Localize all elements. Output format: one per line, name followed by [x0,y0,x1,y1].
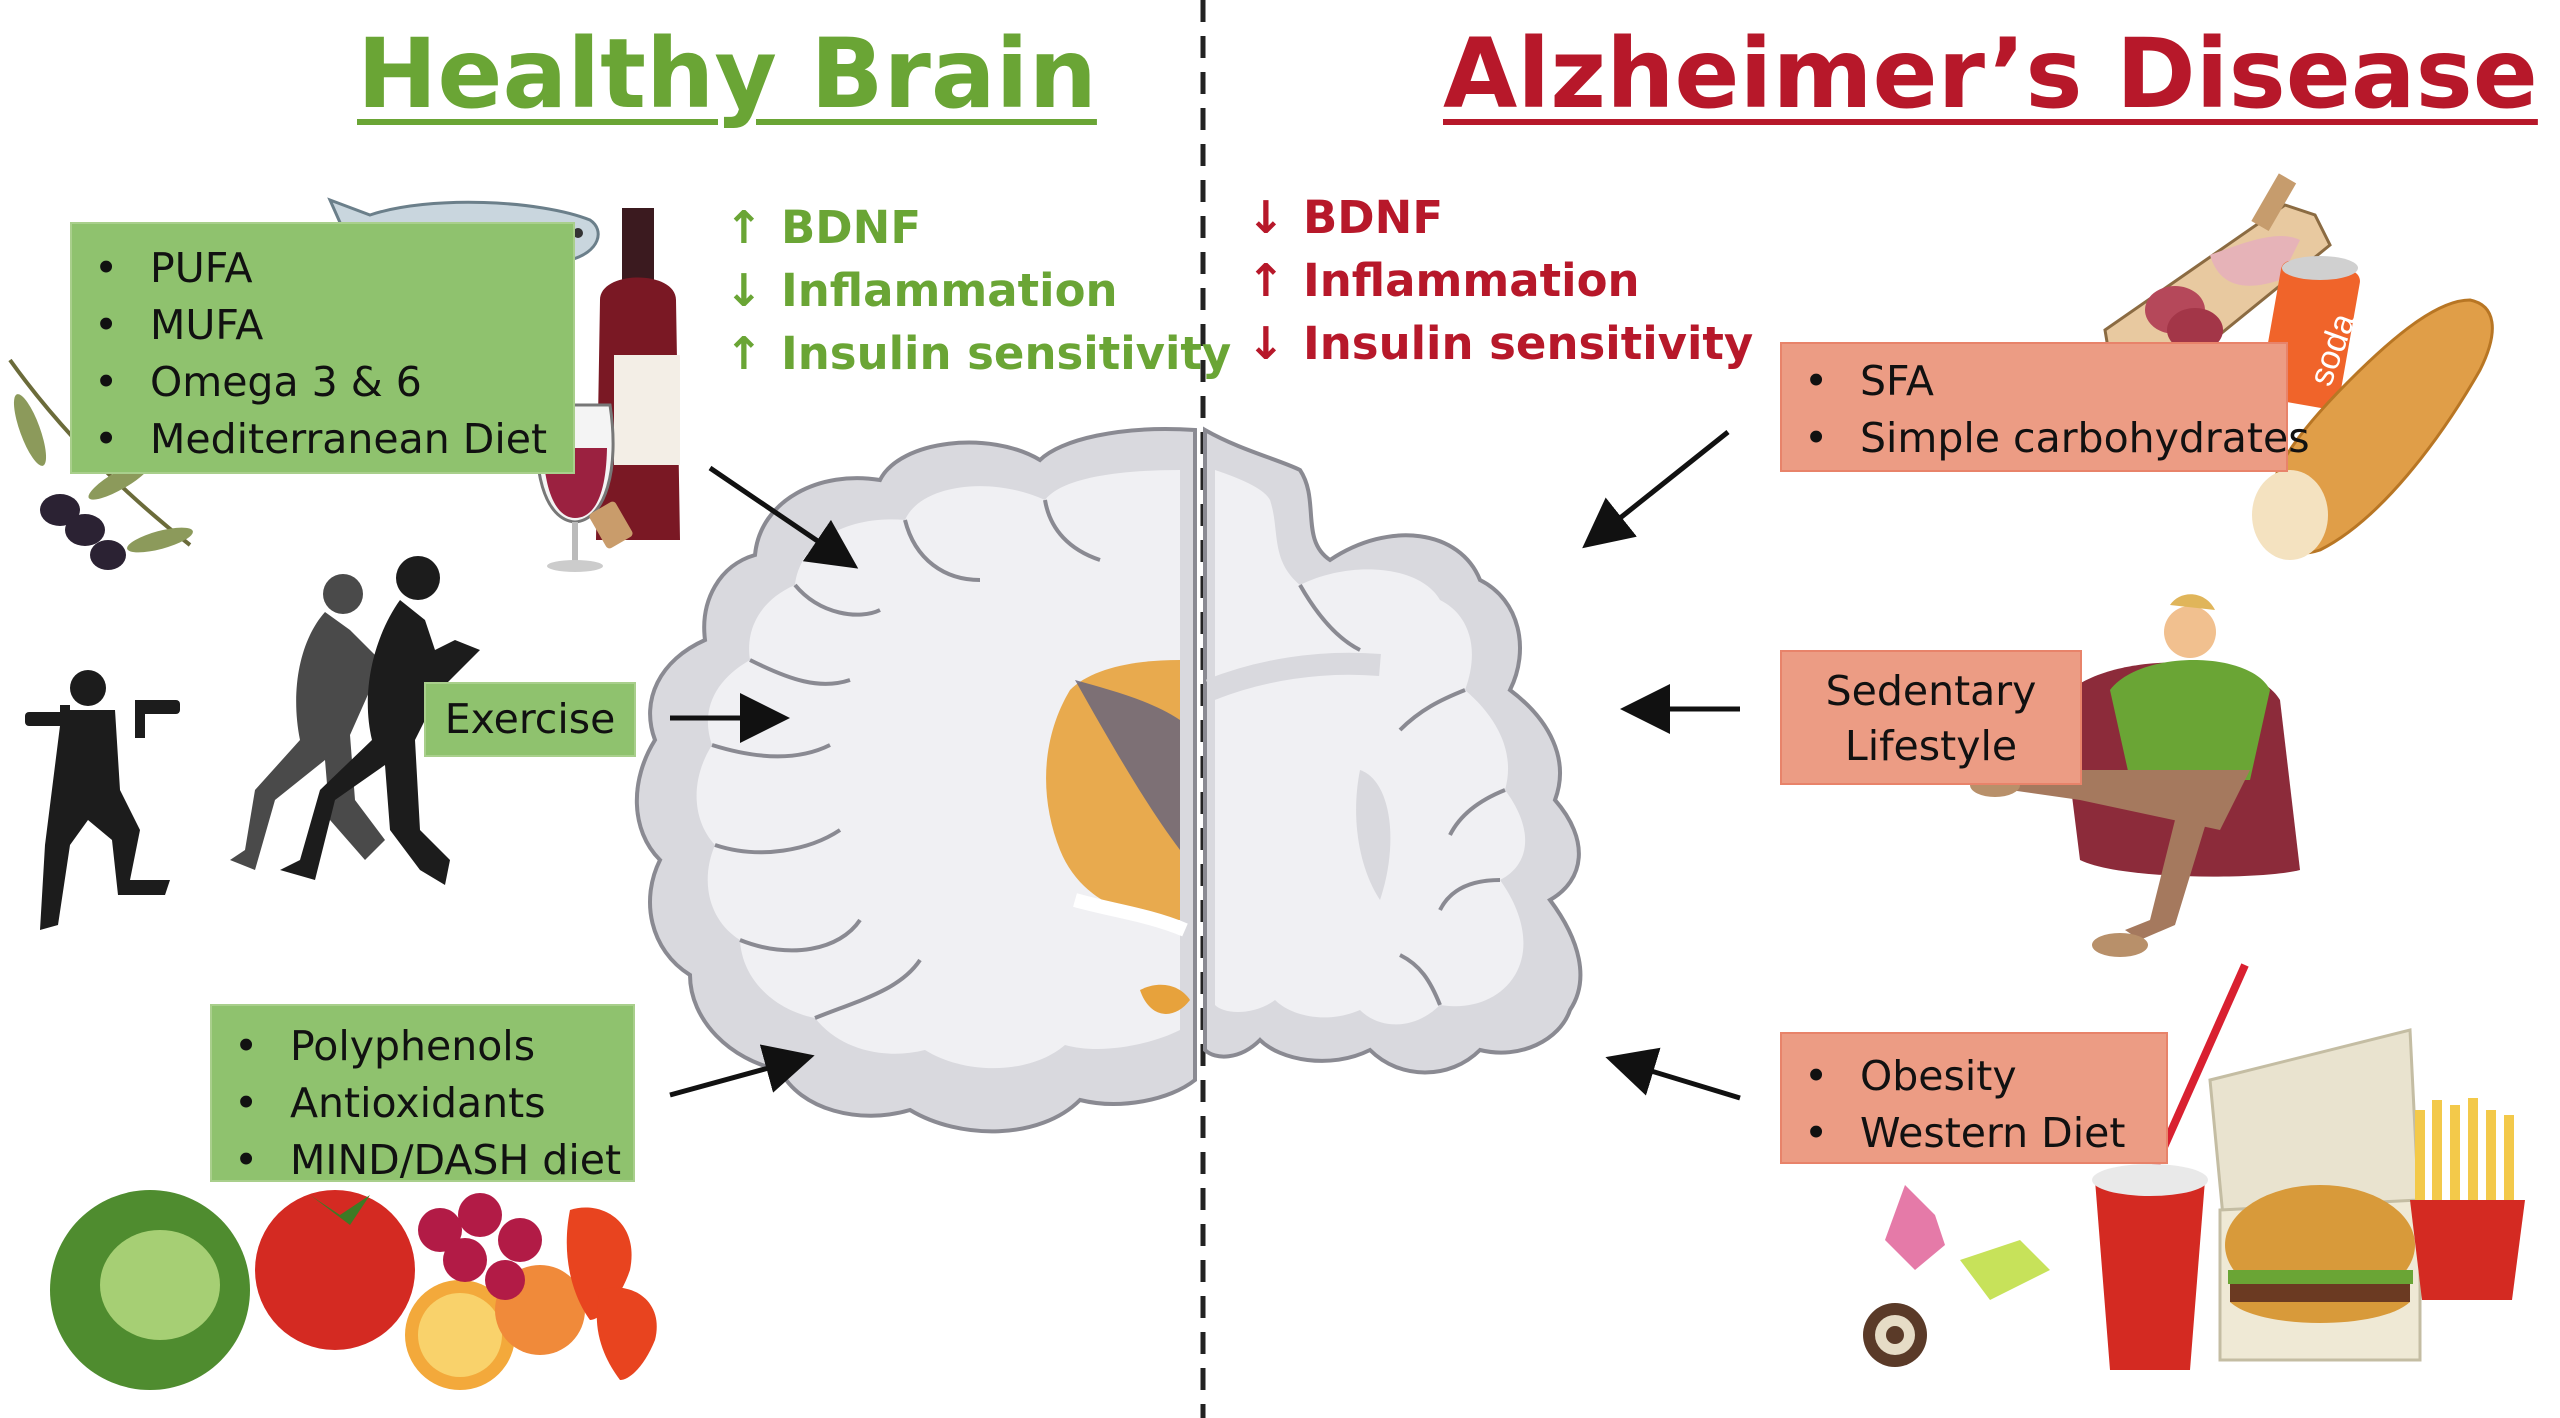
marker-row: ↑ Inflammation [1247,249,1753,312]
list-item: Obesity [1782,1048,2166,1105]
obesity-list: Obesity Western Diet [1782,1048,2166,1162]
list-item: SFA [1782,353,2286,410]
healthy-brain-title: Healthy Brain [357,18,1097,130]
healthy-markers: ↑ BDNF ↓ Inflammation ↑ Insulin sensitivity [725,196,1231,385]
marker-text: Insulin sensitivity [1303,317,1754,370]
sedentary-man-illustration [1970,594,2300,957]
marker-row: ↓ BDNF [1247,186,1753,249]
up-arrow-icon: ↑ [725,327,763,380]
healthy-brain-half [634,427,1197,1134]
list-item: MUFA [72,297,573,354]
list-item: Omega 3 & 6 [72,354,573,411]
candy-illustration [1863,1185,2050,1367]
sfa-box: SFA Simple carbohydrates [1780,342,2310,472]
down-arrow-icon: ↓ [1247,317,1285,370]
marker-text: BDNF [1303,191,1444,244]
sfa-list: SFA Simple carbohydrates [1782,353,2310,467]
polyphenols-box: Polyphenols Antioxidants MIND/DASH diet [210,1004,635,1189]
alzheimer-brain-half [1203,426,1583,1075]
list-item: MIND/DASH diet [212,1132,633,1189]
healthy-fats-box: PUFA MUFA Omega 3 & 6 Mediterranean Diet [70,222,575,474]
sedentary-lifestyle-box: Sedentary Lifestyle [1780,650,2082,785]
down-arrow-icon: ↓ [1247,191,1285,244]
marker-row: ↓ Inflammation [725,259,1231,322]
bread-illustration [2252,298,2494,560]
cutting-board-illustration [2103,173,2332,377]
list-item: Antioxidants [212,1075,633,1132]
polyphenols-list: Polyphenols Antioxidants MIND/DASH diet [212,1018,633,1189]
exercise-silhouettes [25,556,480,930]
marker-row: ↓ Insulin sensitivity [1247,312,1753,375]
fruits-vegetables-illustration [50,1190,657,1390]
fast-food-illustration [2092,963,2525,1370]
obesity-box: Obesity Western Diet [1780,1032,2168,1164]
list-item: Western Diet [1782,1105,2166,1162]
marker-text: Insulin sensitivity [781,327,1232,380]
up-arrow-icon: ↑ [1247,254,1285,307]
marker-row: ↑ BDNF [725,196,1231,259]
sedentary-line-1: Sedentary [1825,667,2037,715]
list-item: Mediterranean Diet [72,411,573,468]
arrow-obesity-to-brain [1605,1047,1741,1101]
alzheimers-disease-title: Alzheimer’s Disease [1443,18,2538,130]
alzheimer-markers: ↓ BDNF ↑ Inflammation ↓ Insulin sensitivity [1247,186,1753,375]
down-arrow-icon: ↓ [725,264,763,317]
healthy-fats-list: PUFA MUFA Omega 3 & 6 Mediterranean Diet [72,240,573,468]
marker-row: ↑ Insulin sensitivity [725,322,1231,385]
list-item: Polyphenols [212,1018,633,1075]
exercise-box: Exercise [424,682,636,757]
up-arrow-icon: ↑ [725,201,763,254]
arrow-sfa-to-brain [1582,430,1730,549]
wine-illustration [535,208,680,572]
arrow-fats-to-brain [708,465,859,569]
list-item: PUFA [72,240,573,297]
marker-text: BDNF [781,201,922,254]
marker-text: Inflammation [1303,254,1640,307]
sedentary-line-2: Lifestyle [1844,722,2018,770]
list-item: Simple carbohydrates [1782,410,2310,467]
marker-text: Inflammation [781,264,1118,317]
arrow-polyphenols-to-brain [669,1044,815,1098]
